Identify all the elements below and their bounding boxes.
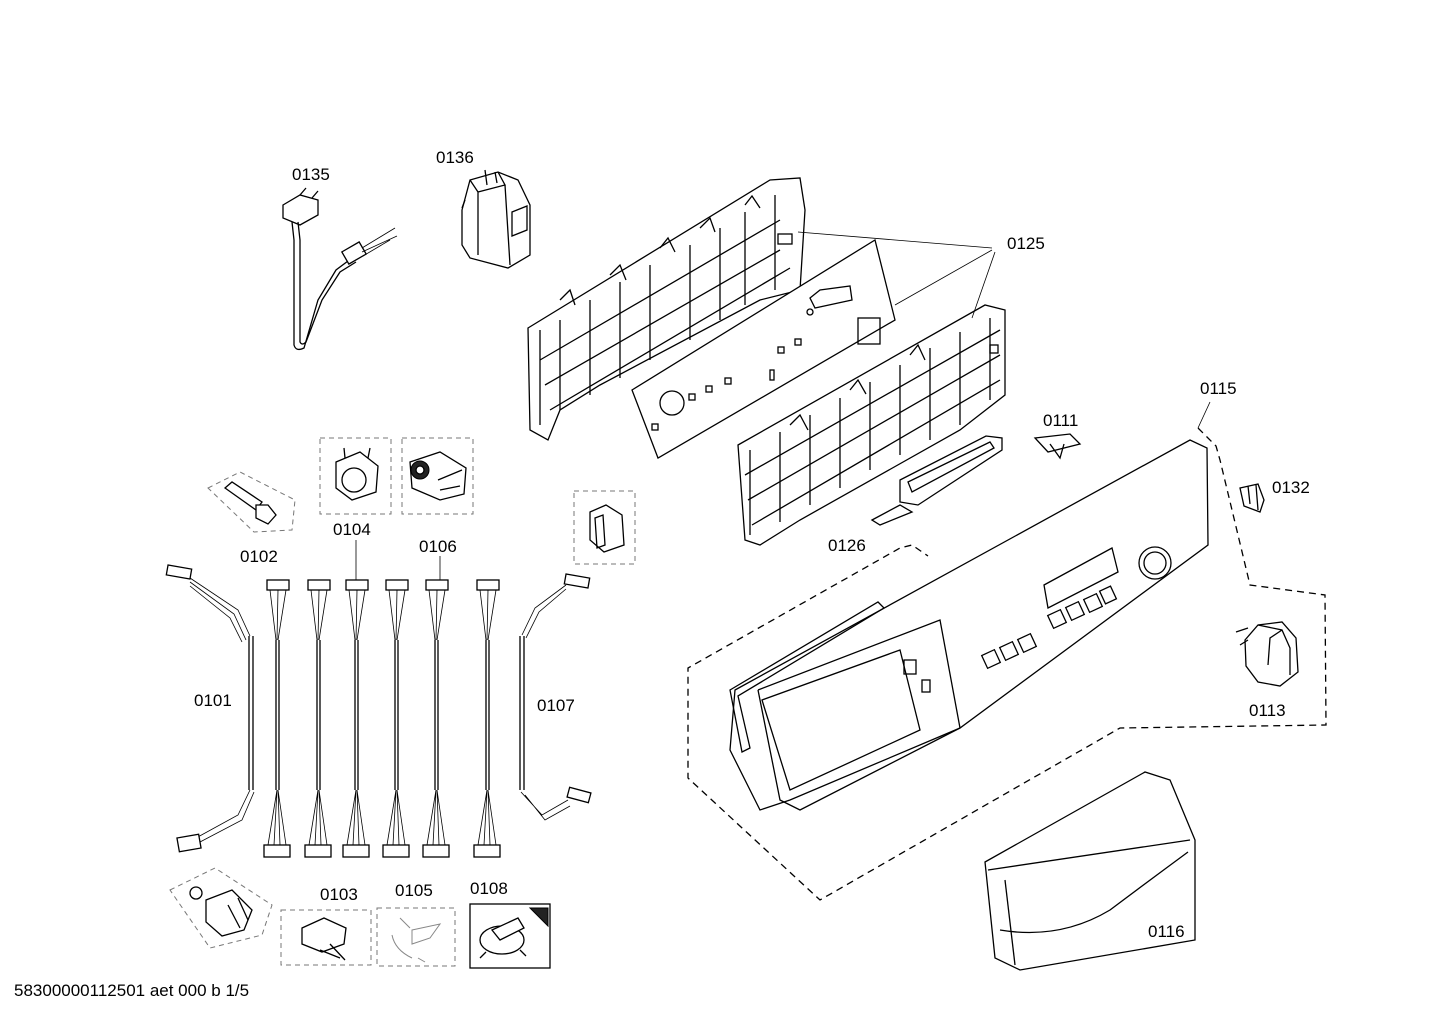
label-0108: 0108 [470, 879, 508, 898]
program-knob-part[interactable] [1235, 621, 1299, 687]
wiring-harness-0101[interactable] [165, 564, 255, 853]
switch-part-0104b[interactable] [401, 437, 474, 515]
clip-part[interactable] [1239, 483, 1265, 513]
label-0136: 0136 [436, 148, 474, 167]
label-0106: 0106 [419, 537, 457, 556]
control-frame-front-part[interactable] [737, 304, 1006, 546]
label-0111: 0111 [1043, 411, 1078, 430]
pressure-switch-part-0103[interactable] [280, 909, 372, 966]
label-0104: 0104 [333, 520, 371, 539]
label-0135: 0135 [292, 165, 330, 184]
sketch-part-0105[interactable] [376, 907, 456, 967]
wiring-harness-group[interactable] [263, 579, 501, 858]
power-cord-part[interactable] [282, 187, 398, 351]
label-0101: 0101 [194, 691, 232, 710]
control-panel-part[interactable] [729, 439, 1209, 811]
valve-part[interactable] [169, 867, 273, 949]
display-window-part[interactable] [870, 435, 1003, 526]
label-0132: 0132 [1272, 478, 1310, 497]
leader-0115 [1197, 401, 1211, 429]
wiring-harness-0107[interactable] [519, 573, 592, 821]
label-0125: 0125 [1007, 234, 1045, 253]
label-0115: 0115 [1200, 379, 1237, 398]
interference-filter-part[interactable] [461, 169, 531, 269]
document-reference: 58300000112501 aet 000 b 1/5 [14, 981, 250, 1000]
leader-0125 [797, 231, 996, 319]
switch-part-small[interactable] [573, 490, 636, 565]
label-0105: 0105 [395, 881, 433, 900]
label-0103: 0103 [320, 885, 358, 904]
light-guide-part[interactable] [1033, 433, 1082, 460]
control-frame-rear-part[interactable] [527, 177, 806, 441]
label-0116: 0116 [1148, 922, 1185, 941]
circuit-board-part[interactable] [631, 238, 896, 459]
switch-part-0104[interactable] [319, 437, 392, 515]
drawer-handle-part[interactable] [984, 771, 1196, 971]
motor-part-0108[interactable] [469, 903, 551, 969]
label-0126: 0126 [828, 536, 866, 555]
panel-assembly-outline [687, 427, 1327, 901]
label-0107: 0107 [537, 696, 575, 715]
sensor-part-0102[interactable] [207, 471, 296, 533]
label-0113: 0113 [1249, 701, 1286, 720]
label-0102: 0102 [240, 547, 278, 566]
